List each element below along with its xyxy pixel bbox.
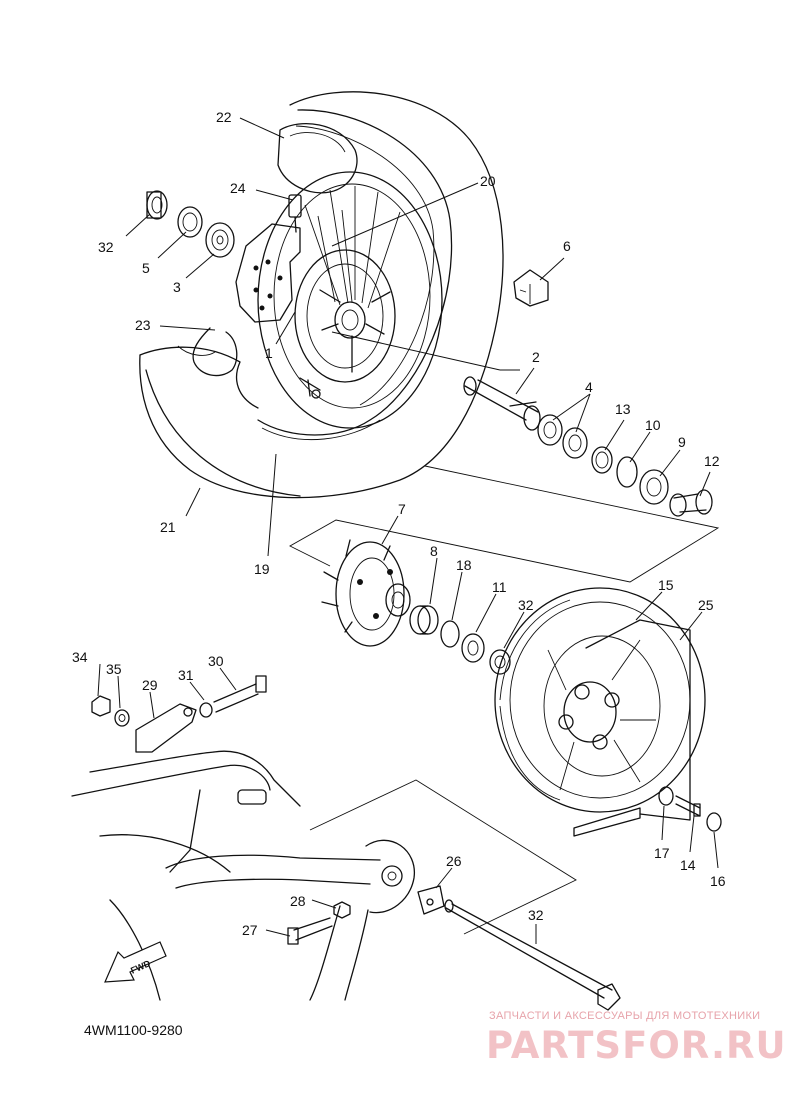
callout-26: 26 [446,853,462,869]
pulley-and-belt [494,587,706,837]
watermark-tagline: ЗАПЧАСТИ И АКСЕССУАРЫ ДЛЯ МОТОТЕХНИКИ [489,1010,761,1022]
seal-6 [513,269,549,307]
callout-19: 19 [254,561,270,577]
callout-24: 24 [230,180,246,196]
hub-group [289,465,720,675]
callout-32-right: 32 [518,597,534,613]
callout-33: 32 [528,907,544,923]
callout-21: 21 [160,519,176,535]
leader-lines [97,117,719,944]
callout-5: 5 [142,260,150,276]
callout-17: 17 [654,845,670,861]
figure-code: 4WM1100-9280 [84,1022,183,1038]
pulley-bolt-set [658,786,722,832]
callout-12: 12 [704,453,720,469]
callout-20: 20 [480,173,496,189]
callout-28: 28 [290,893,306,909]
callout-16: 16 [710,873,726,889]
callout-3: 3 [173,279,181,295]
callout-6: 6 [563,238,571,254]
callout-25: 25 [698,597,714,613]
bearing-11 [461,633,485,663]
callout-22: 22 [216,109,232,125]
axle-collar-and-bearings [463,376,713,517]
callout-27: 27 [242,922,258,938]
callout-numbers: 22 24 20 32 5 3 6 23 1 2 4 13 10 9 12 21… [72,109,726,938]
spacer-8 [409,605,439,635]
callout-15: 15 [658,577,674,593]
rim [257,171,443,429]
tire [139,91,504,499]
swingarm [71,750,577,1001]
seal-32-right [489,649,511,675]
callout-32: 32 [98,239,114,255]
callout-31: 31 [178,667,194,683]
brake-disc [235,223,301,323]
callout-30: 30 [208,653,224,669]
callout-4: 4 [585,379,593,395]
hub [321,539,411,647]
callout-9: 9 [678,434,686,450]
callout-8: 8 [430,543,438,559]
callout-14: 14 [680,857,696,873]
callout-23: 23 [135,317,151,333]
valve [288,194,302,233]
callout-13: 13 [615,401,631,417]
bolt-27-nut-28-plate-26 [287,885,445,945]
inner-tube [277,123,358,194]
circlip-18 [440,620,460,648]
callout-2: 2 [532,349,540,365]
callout-18: 18 [456,557,472,573]
rim-band [177,327,321,399]
callout-11: 11 [492,579,507,595]
callout-29: 29 [142,677,158,693]
callout-10: 10 [645,417,661,433]
rear-axle [444,899,621,1011]
callout-34: 34 [72,649,88,665]
watermark-brand: PARTSFOR.RU [486,1024,787,1067]
chain-adjuster-parts [91,675,267,753]
fwd-arrow: FWD [104,941,167,983]
bearing-set-left [146,190,235,258]
callout-1: 1 [265,345,273,361]
callout-7: 7 [398,501,406,517]
rear-wheel-assembly [139,91,504,499]
callout-35: 35 [106,661,122,677]
